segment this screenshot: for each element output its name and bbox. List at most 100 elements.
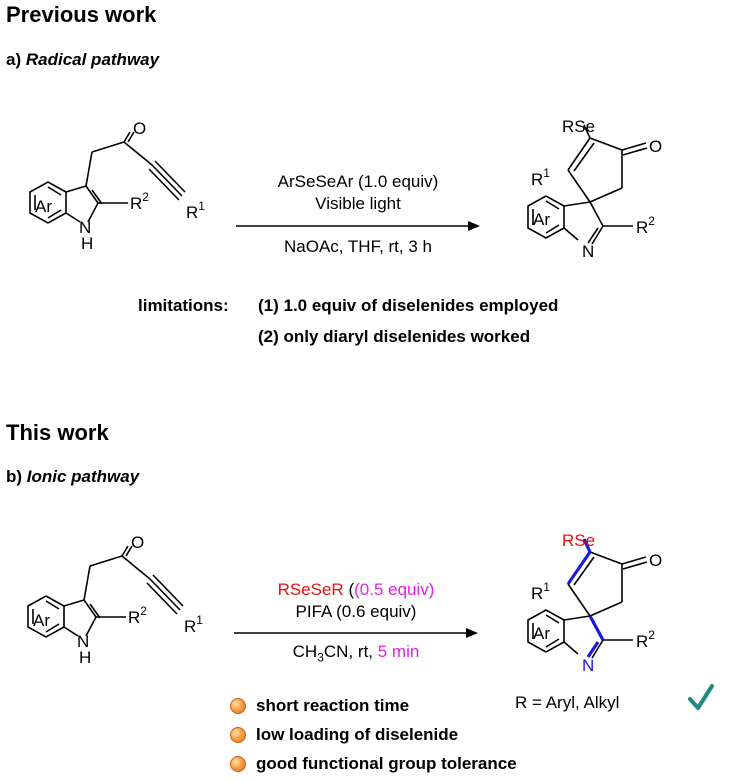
bond-d4 <box>563 615 591 621</box>
bond-c12 <box>121 545 129 557</box>
bond-c16 <box>152 574 184 607</box>
r1-r: R <box>186 203 198 222</box>
bond-d9 <box>589 551 623 565</box>
bond-d6 <box>563 641 579 655</box>
bond-b5 <box>589 201 604 227</box>
advantage-3: good functional group tolerance <box>230 754 517 774</box>
bond-a15 <box>151 164 183 197</box>
heading-previous-work: Previous work <box>6 2 157 27</box>
r2-r: R <box>636 632 648 651</box>
ar-label-a2: Ar <box>533 210 550 229</box>
o-label-b2: O <box>649 551 662 570</box>
r1-label-a2: R1 <box>531 166 550 189</box>
bond-c4 <box>63 599 85 607</box>
advantage-3-text: good functional group tolerance <box>256 754 517 773</box>
bond-b12 <box>573 142 595 172</box>
r1-sup: 1 <box>198 199 205 213</box>
arrowhead-a <box>468 221 480 231</box>
bond-c3 <box>45 600 60 610</box>
bond-a10 <box>85 151 93 187</box>
nh-label-a1: N <box>79 218 91 237</box>
bond-b6 <box>591 225 604 245</box>
bond-c14 <box>121 555 151 580</box>
bond-c17 <box>146 582 178 615</box>
bond-b11 <box>567 137 591 171</box>
bond-b13 <box>589 137 623 151</box>
advantage-1-text: short reaction time <box>256 696 410 715</box>
ar-label-b2: Ar <box>533 624 550 643</box>
o-label-a1: O <box>133 119 146 138</box>
bond-b18 <box>583 124 591 139</box>
bullet-icon <box>230 727 246 743</box>
r2-r: R <box>128 608 140 627</box>
rse-label-b2: RSe <box>562 531 595 550</box>
r1-r: R <box>184 617 196 636</box>
bond-a3 <box>47 186 62 196</box>
r1-label-b1: R1 <box>184 613 203 636</box>
bond-a7 <box>87 202 99 223</box>
bond-b4 <box>563 201 591 207</box>
condition-a-reagent: ArSeSeAr (1.0 equiv) <box>277 172 439 191</box>
section-a-title: a) Radical pathway <box>6 50 159 70</box>
limitation-1: (1) 1.0 equiv of diselenides employed <box>258 296 559 315</box>
n-label-b2: N <box>582 656 594 675</box>
bond-d5 <box>591 639 604 659</box>
r2-sup: 2 <box>140 604 147 618</box>
r1-sup: 1 <box>196 613 203 627</box>
blue-bond-1 <box>566 551 592 585</box>
bond-a4 <box>65 185 87 193</box>
bond-d12 <box>621 556 647 565</box>
benzene-ring-b1 <box>27 595 65 638</box>
r2-r: R <box>636 218 648 237</box>
blue-bond-2 <box>588 615 605 641</box>
bond-c13 <box>125 545 133 557</box>
condition-b-oxidant: PIFA (0.6 equiv) <box>295 602 417 621</box>
bond-d8 <box>567 583 591 617</box>
bond-c6 <box>89 603 101 619</box>
bond-d11 <box>589 601 623 617</box>
bond-b10 <box>567 169 591 203</box>
bond-d2 <box>545 638 560 648</box>
r1-label-b2: R1 <box>531 580 550 603</box>
bond-b2 <box>545 224 560 234</box>
bond-d14 <box>573 556 595 586</box>
ar-label-b1: Ar <box>33 611 50 630</box>
n-label-a2: N <box>582 242 594 261</box>
bond-a14 <box>123 141 153 166</box>
section-b-title: b) Ionic pathway <box>6 467 139 487</box>
reaction-time: 5 min <box>377 642 420 661</box>
r1-r: R <box>531 170 543 189</box>
bond-b15 <box>589 187 623 203</box>
heading-this-work: This work <box>6 420 109 445</box>
r2-label-a1: R2 <box>130 190 149 213</box>
section-b-prefix: b) <box>6 467 23 486</box>
bullet-icon <box>230 698 246 714</box>
section-a-prefix: a) <box>6 50 22 69</box>
condition-b-reagent: RSeSeR ((0.5 equiv) <box>234 580 478 600</box>
r2-sup: 2 <box>648 628 655 642</box>
bond-a13 <box>127 131 135 143</box>
reagent-amount: (0.5 equiv) <box>354 580 435 599</box>
bond-d13 <box>622 561 648 570</box>
rse-label-a2: RSe <box>562 117 595 136</box>
r1-label-a1: R1 <box>186 199 205 222</box>
bond-a2 <box>47 209 62 219</box>
bond-a11 <box>91 141 125 153</box>
check-icon <box>688 684 714 710</box>
bond-a17 <box>148 168 180 201</box>
scope-label: R = Aryl, Alkyl <box>515 693 620 712</box>
bond-a8 <box>65 212 81 223</box>
bond-c5 <box>83 599 97 618</box>
bond-c15 <box>149 578 181 611</box>
h-label-a1: H <box>81 234 93 253</box>
reactant-a <box>29 131 186 224</box>
section-a-pathway: Radical pathway <box>25 50 160 69</box>
bond-a5 <box>85 185 99 204</box>
section-b-pathway: Ionic pathway <box>26 467 140 486</box>
r2-sup: 2 <box>142 190 149 204</box>
product-a <box>527 124 648 245</box>
reagent-diselenide: RSeSeR <box>277 580 344 599</box>
bond-c10 <box>83 565 91 601</box>
r1-sup: 1 <box>543 166 550 180</box>
advantage-2: low loading of diselenide <box>230 725 458 745</box>
